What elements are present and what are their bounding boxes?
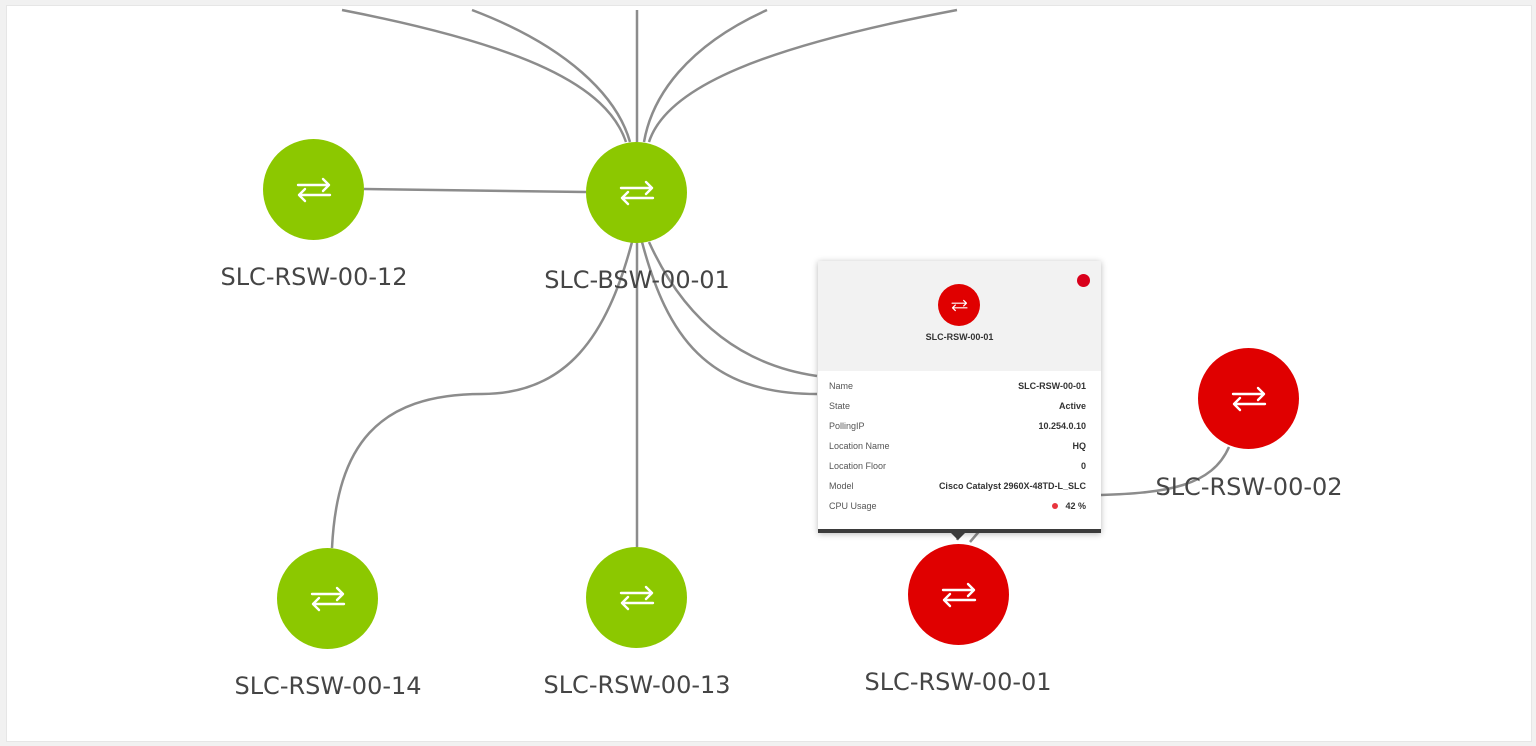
node-slc-rsw-00-14[interactable]: [277, 548, 378, 649]
property-value: Cisco Catalyst 2960X-48TD-L_SLC: [938, 481, 1086, 491]
tooltip-node-icon: [938, 284, 980, 326]
cpu-usage-value: 42 %: [1065, 501, 1086, 511]
property-row-polling-ip: PollingIP 10.254.0.10: [829, 416, 1086, 436]
property-label: Location Name: [829, 441, 890, 451]
property-value: 10.254.0.10: [1038, 421, 1086, 431]
link-rsw12-bsw01: [363, 187, 587, 194]
tooltip-properties: Name SLC-RSW-00-01 State Active PollingI…: [829, 376, 1086, 516]
link-bsw01-rsw01-a: [640, 241, 818, 396]
property-value: SLC-RSW-00-01: [1018, 381, 1086, 391]
property-row-state: State Active: [829, 396, 1086, 416]
property-row-location-name: Location Name HQ: [829, 436, 1086, 456]
property-value: 0: [1080, 461, 1086, 471]
node-label: SLC-BSW-00-01: [544, 266, 730, 294]
tooltip-pointer: [947, 529, 969, 540]
link-bsw01-rsw14: [330, 241, 634, 549]
topology-links: [330, 8, 1231, 549]
property-label: Model: [829, 481, 854, 491]
node-label: SLC-RSW-00-02: [1155, 473, 1343, 501]
cpu-status-dot-icon: [1052, 503, 1059, 509]
node-slc-rsw-00-13[interactable]: [586, 547, 687, 648]
link-rsw01-rsw02: [1100, 446, 1231, 497]
property-label: Name: [829, 381, 854, 391]
link-bsw01-rsw01-b: [647, 241, 818, 378]
topology-canvas[interactable]: SLC-BSW-00-01 SLC-RSW-00-12 SLC-RSW-00-1…: [6, 5, 1532, 742]
property-row-location-floor: Location Floor 0: [829, 456, 1086, 476]
node-slc-bsw-00-01[interactable]: [586, 142, 687, 243]
property-label: State: [829, 401, 851, 411]
property-row-name: Name SLC-RSW-00-01: [829, 376, 1086, 396]
node-tooltip: SLC-RSW-00-01 Name SLC-RSW-00-01 State A…: [818, 261, 1101, 540]
property-label: PollingIP: [829, 421, 865, 431]
node-label: SLC-RSW-00-14: [234, 672, 422, 700]
switch-arrows-icon: [950, 299, 968, 311]
property-label: Location Floor: [829, 461, 887, 471]
node-label: SLC-RSW-00-13: [543, 671, 731, 699]
tooltip-header: SLC-RSW-00-01: [818, 261, 1101, 371]
node-slc-rsw-00-12[interactable]: [263, 139, 364, 240]
node-slc-rsw-00-01[interactable]: [908, 544, 1009, 645]
property-value-cpu: 42 %: [1052, 501, 1086, 511]
property-label: CPU Usage: [829, 501, 877, 511]
link-upstream-5: [647, 8, 958, 143]
property-row-model: Model Cisco Catalyst 2960X-48TD-L_SLC: [829, 476, 1086, 496]
link-upstream-1: [341, 8, 628, 143]
node-label: SLC-RSW-00-01: [864, 668, 1052, 696]
switch-arrows-icon: [941, 582, 976, 607]
link-upstream-4: [642, 8, 768, 143]
switch-arrows-icon: [619, 180, 654, 205]
switch-arrows-icon: [310, 586, 345, 611]
property-row-cpu-usage: CPU Usage 42 %: [829, 496, 1086, 516]
tooltip-title: SLC-RSW-00-01: [925, 332, 994, 342]
node-slc-rsw-00-02[interactable]: [1198, 348, 1299, 449]
property-value: Active: [1058, 401, 1086, 411]
switch-arrows-icon: [1231, 386, 1266, 411]
link-upstream-2: [471, 8, 632, 143]
node-label: SLC-RSW-00-12: [220, 263, 408, 291]
switch-arrows-icon: [619, 585, 654, 610]
property-value: HQ: [1072, 441, 1087, 451]
status-dot-icon: [1077, 274, 1090, 287]
switch-arrows-icon: [296, 177, 331, 202]
